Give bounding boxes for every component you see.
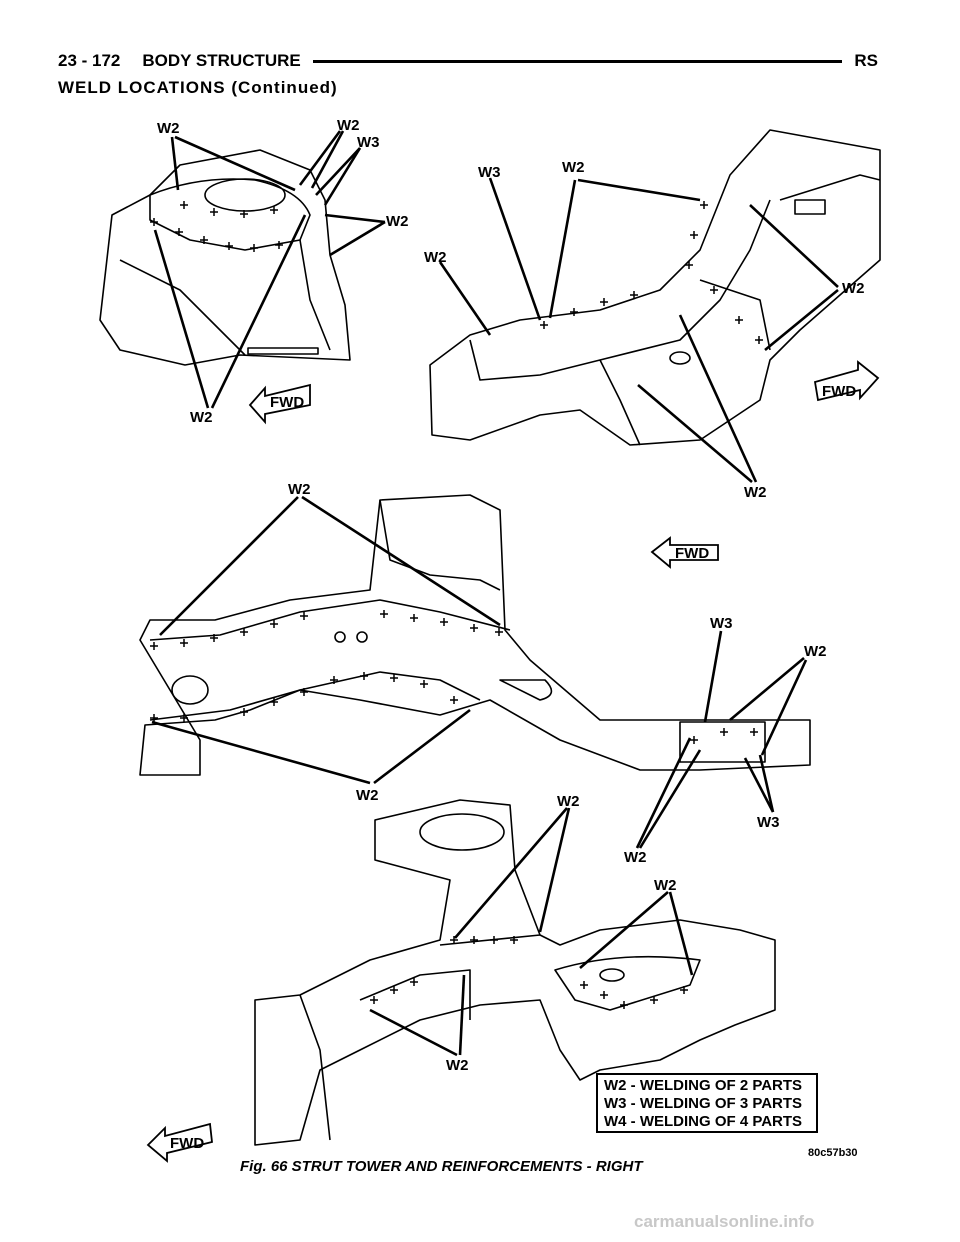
legend-w4: W4 - WELDING OF 4 PARTS (604, 1113, 803, 1130)
leader-lines (151, 130, 839, 1057)
svg-text:FWD: FWD (675, 545, 709, 562)
weld-marks (150, 201, 763, 1009)
callout-w3: W3 (710, 615, 733, 632)
side-rail-view-3 (139, 494, 811, 776)
fwd-arrow-3: FWD (650, 536, 719, 569)
callout-w2: W2 (386, 213, 409, 230)
weld-legend: W2 - WELDING OF 2 PARTS W3 - WELDING OF … (596, 1073, 818, 1133)
callout-w2: W2 (744, 484, 767, 501)
callout-w2: W2 (557, 793, 580, 810)
callout-w2: W2 (157, 120, 180, 137)
callout-w2: W2 (356, 787, 379, 804)
callout-w2: W2 (337, 117, 360, 134)
svg-text:FWD: FWD (822, 383, 856, 400)
callout-w2: W2 (804, 643, 827, 660)
callout-w2: W2 (624, 849, 647, 866)
callout-w2: W2 (190, 409, 213, 426)
watermark: carmanualsonline.info (634, 1212, 815, 1231)
fwd-arrow-2: FWD (813, 360, 880, 402)
callout-w2: W2 (654, 877, 677, 894)
svg-text:FWD: FWD (170, 1135, 204, 1152)
callout-w2: W2 (288, 481, 311, 498)
callout-w2: W2 (424, 249, 447, 266)
callout-w3: W3 (357, 134, 380, 151)
page-number: 23 - 172 (58, 51, 121, 70)
fwd-arrow-1: FWD (248, 383, 311, 425)
fwd-arrow-4: FWD (146, 1122, 213, 1163)
model-code: RS (854, 51, 878, 70)
rail-view-2 (429, 129, 881, 446)
section-title: BODY STRUCTURE (142, 51, 301, 70)
strut-tower-view-4 (254, 799, 776, 1146)
callout-labels: W2 W2 W3 W2 W2 W3 W2 W2 W2 W2 W2 W2 W3 W… (157, 117, 865, 1074)
figure-caption: Fig. 66 STRUT TOWER AND REINFORCEMENTS -… (240, 1158, 643, 1175)
callout-w3: W3 (478, 164, 501, 181)
callout-w3: W3 (757, 814, 780, 831)
figure-code: 80c57b30 (808, 1147, 858, 1159)
page-header: 23 - 172 BODY STRUCTURE RS (58, 47, 878, 75)
legend-w2: W2 - WELDING OF 2 PARTS (604, 1077, 803, 1094)
legend-w3: W3 - WELDING OF 3 PARTS (604, 1095, 803, 1112)
callout-w2: W2 (562, 159, 585, 176)
header-rule (312, 59, 843, 63)
svg-text:FWD: FWD (270, 394, 304, 411)
strut-tower-view-1 (99, 149, 351, 366)
callout-w2: W2 (446, 1057, 469, 1074)
subheading: WELD LOCATIONS (Continued) (58, 78, 338, 97)
callout-w2: W2 (842, 280, 865, 297)
